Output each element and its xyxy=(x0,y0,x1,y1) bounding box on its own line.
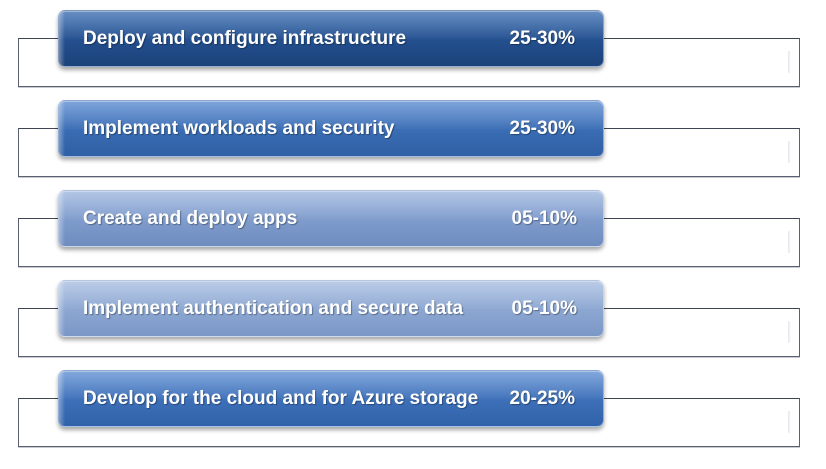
list-item-4: Implement authentication and secure data… xyxy=(0,270,826,360)
frame-notch xyxy=(788,231,791,253)
item-bar: Implement authentication and secure data… xyxy=(58,280,604,337)
list-item-2: Implement workloads and security 25-30% xyxy=(0,90,826,180)
frame-notch xyxy=(788,321,791,343)
frame-notch xyxy=(788,51,791,73)
item-label: Deploy and configure infrastructure xyxy=(83,28,407,49)
item-weight: 25-30% xyxy=(509,118,576,139)
item-label: Create and deploy apps xyxy=(83,208,298,229)
item-bar: Develop for the cloud and for Azure stor… xyxy=(58,370,604,427)
list-item-3: Create and deploy apps 05-10% xyxy=(0,180,826,270)
item-bar: Deploy and configure infrastructure 25-3… xyxy=(58,10,604,67)
item-label: Develop for the cloud and for Azure stor… xyxy=(83,388,479,409)
item-bar: Implement workloads and security 25-30% xyxy=(58,100,604,157)
item-weight: 25-30% xyxy=(509,28,576,49)
list-item-5: Develop for the cloud and for Azure stor… xyxy=(0,360,826,450)
item-bar: Create and deploy apps 05-10% xyxy=(58,190,604,247)
item-weight: 05-10% xyxy=(511,208,578,229)
item-weight: 05-10% xyxy=(511,298,578,319)
item-label: Implement workloads and security xyxy=(83,118,395,139)
item-label: Implement authentication and secure data xyxy=(83,298,464,319)
frame-notch xyxy=(788,411,791,433)
item-weight: 20-25% xyxy=(509,388,576,409)
list-item-1: Deploy and configure infrastructure 25-3… xyxy=(0,0,826,90)
frame-notch xyxy=(788,141,791,163)
